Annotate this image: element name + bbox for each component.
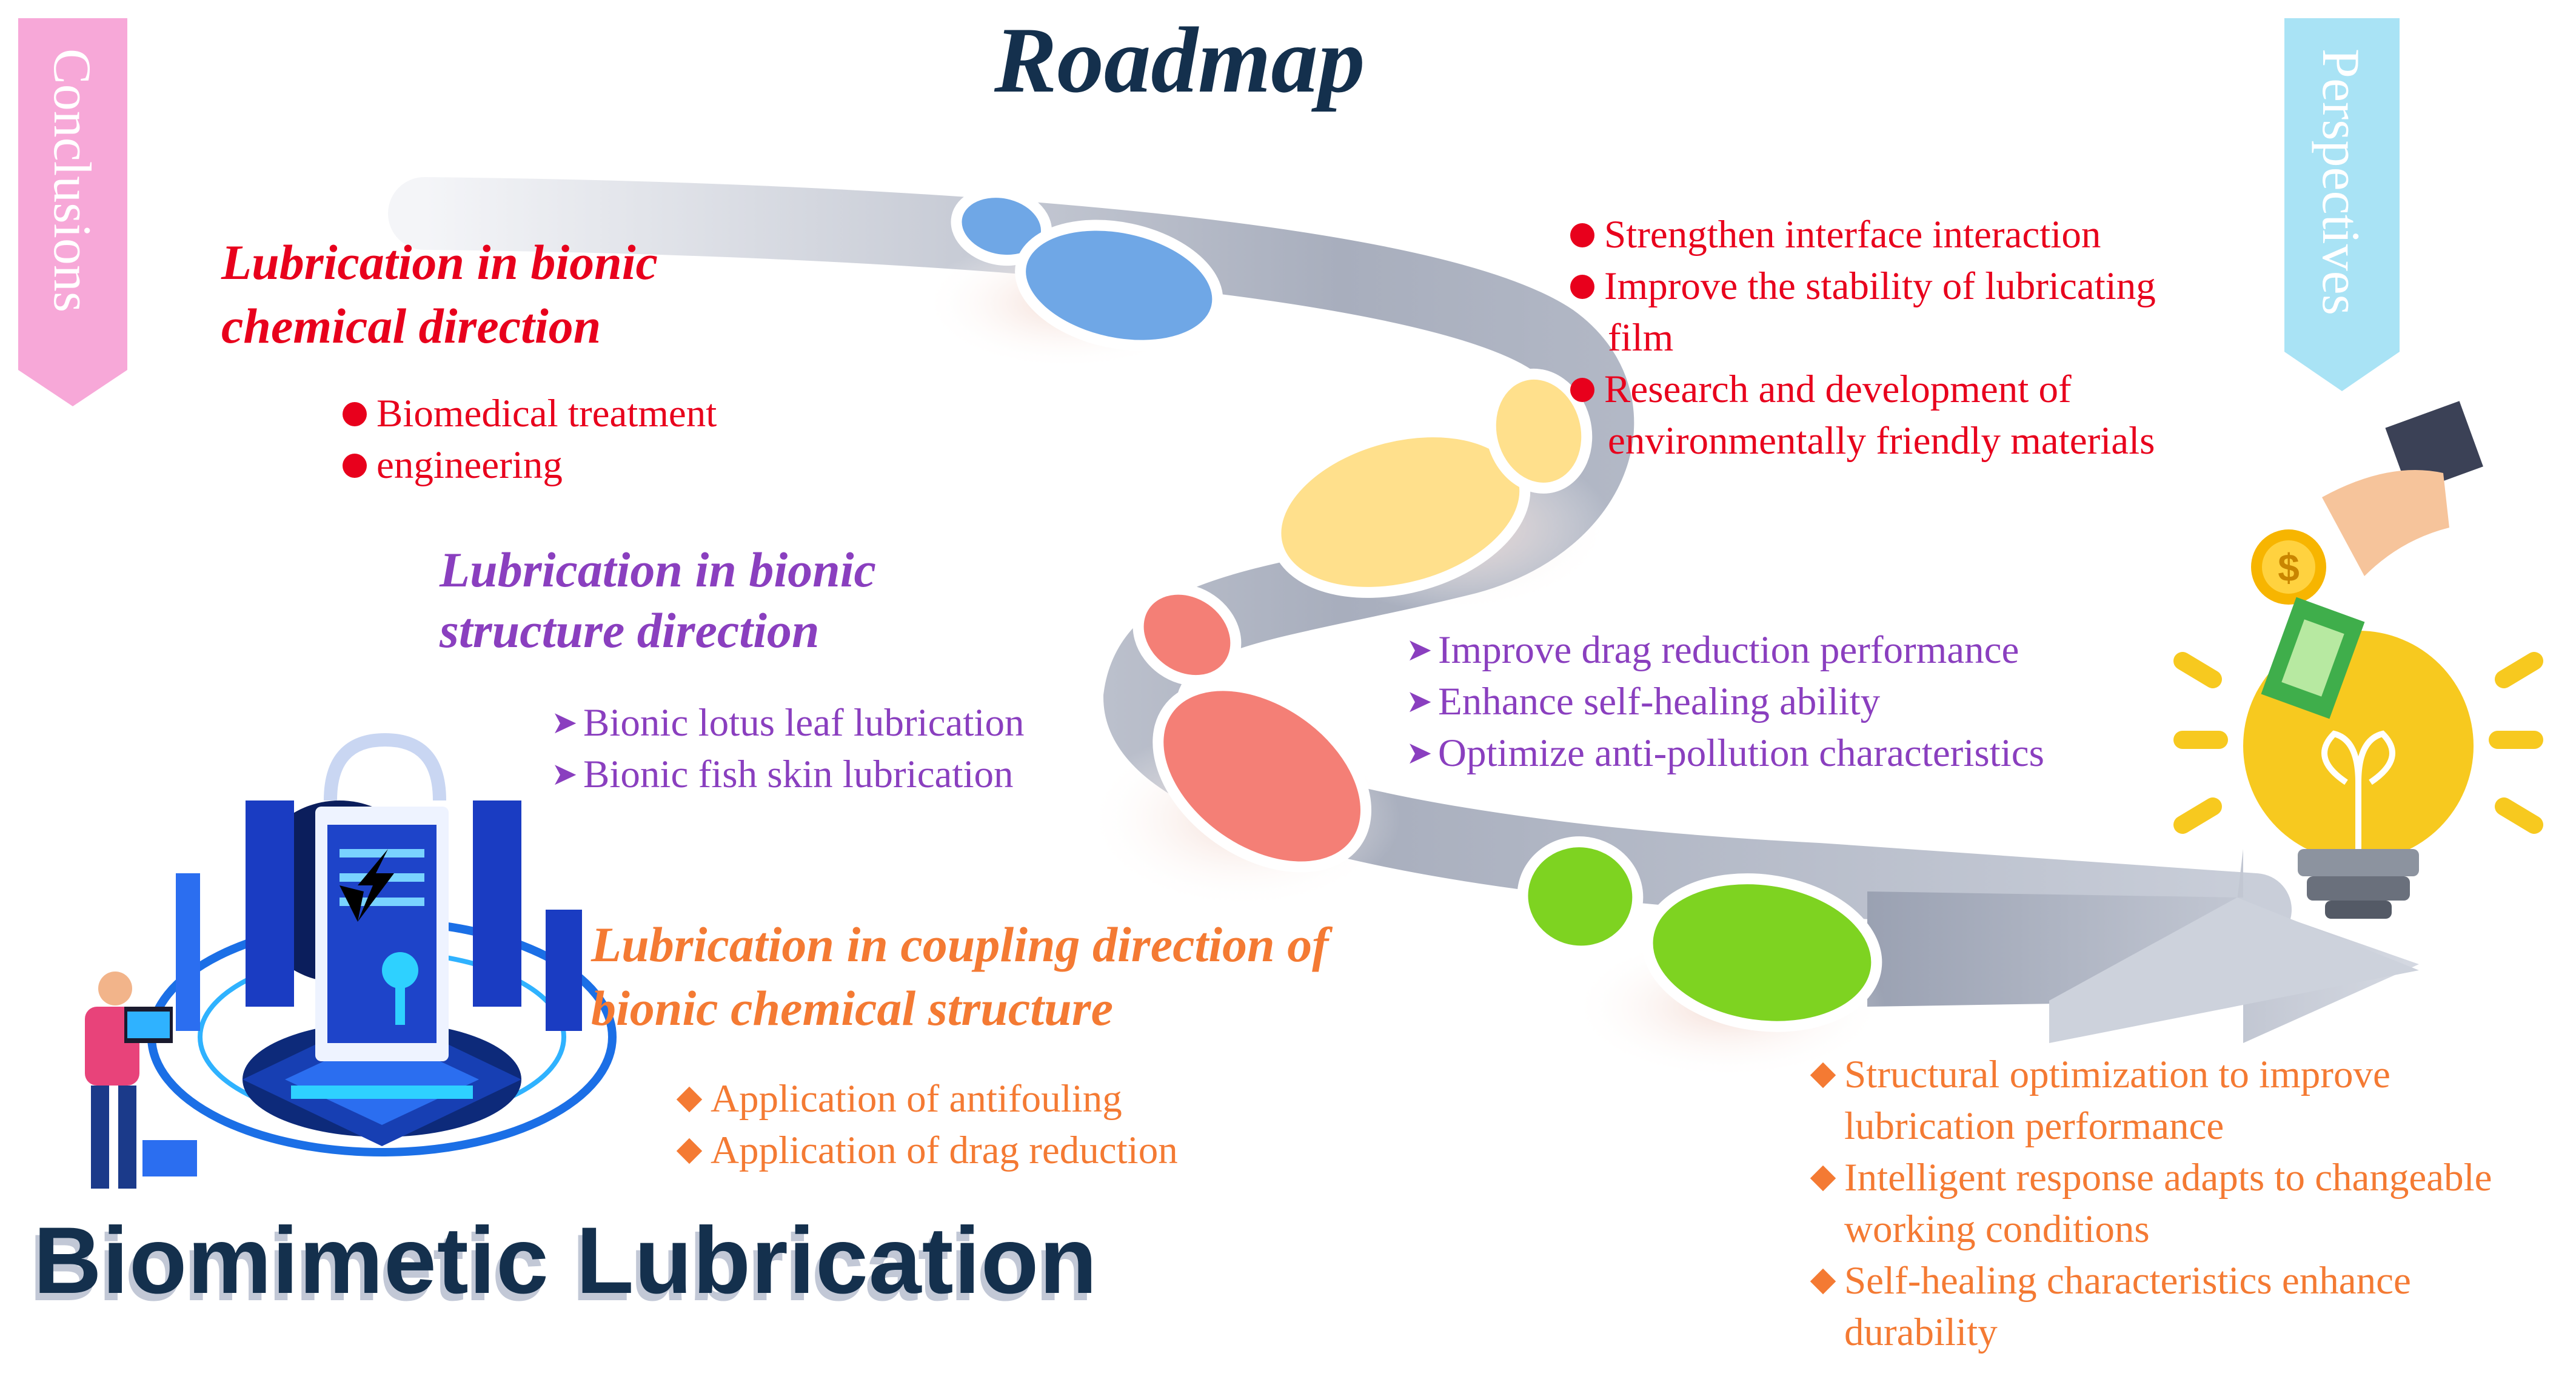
footprint-yellow-icon (1270, 368, 1593, 598)
bullet-dot-icon (1570, 274, 1594, 299)
list-item-continuation: environmentally friendly materials (1608, 419, 2155, 463)
bullet-dot-icon (343, 401, 367, 426)
conclusions-banner (18, 18, 127, 406)
list-item: ➤Improve drag reduction performance (1400, 625, 2044, 676)
persp-coupling-list: Structural optimization to improve lubri… (1807, 1049, 2492, 1358)
structure-heading-line-1: Lubrication in bionic (440, 542, 876, 597)
list-item: ➤Bionic fish skin lubrication (546, 749, 1024, 800)
coupling-heading-line-2: bionic chemical structure (591, 981, 1113, 1036)
list-item: Biomedical treatment (343, 388, 717, 440)
arrowhead-bullet-icon: ➤ (1406, 685, 1433, 719)
chemical-heading-line-2: chemical direction (221, 298, 601, 354)
footprint-green-icon (1517, 836, 1882, 1032)
bottom-title: Biomimetic Lubrication (33, 1208, 1098, 1314)
list-item: ➤Bionic lotus leaf lubrication (546, 697, 1024, 749)
page-title: Roadmap (994, 8, 1365, 112)
coupling-heading: Lubrication in coupling direction of bio… (591, 913, 1328, 1040)
arrowhead-bullet-icon: ➤ (551, 757, 578, 792)
bullet-dot-icon (1570, 377, 1594, 402)
structure-heading: Lubrication in bionic structure directio… (440, 540, 876, 661)
list-item: Self-healing characteristics enhance (1807, 1255, 2492, 1307)
list-item: Structural optimization to improve (1807, 1049, 2492, 1101)
svg-text:$: $ (2278, 546, 2300, 589)
list-item-continuation: lubrication performance (1844, 1104, 2224, 1148)
diamond-bullet-icon (1810, 1062, 1836, 1088)
arrowhead-bullet-icon: ➤ (1406, 736, 1433, 771)
list-item: Strengthen interface interaction (1570, 209, 2156, 261)
chemical-heading: Lubrication in bionic chemical direction (221, 230, 658, 358)
perspectives-label: Perspectives (2311, 49, 2370, 315)
conclusions-label: Conclusions (42, 49, 101, 313)
bottom-title-shadow: Biomimetic Lubrication (29, 1215, 1094, 1321)
diamond-bullet-icon (1810, 1165, 1836, 1191)
list-item-continuation: film (1608, 316, 1674, 360)
list-item-continuation: working conditions (1844, 1207, 2150, 1251)
persp-structure-list: ➤Improve drag reduction performance ➤Enh… (1400, 625, 2044, 779)
bullet-dot-icon (343, 453, 367, 478)
arrowhead-bullet-icon: ➤ (551, 706, 578, 740)
list-item-continuation: durability (1844, 1311, 1998, 1354)
list-item: ➤Optimize anti-pollution characteristics (1400, 728, 2044, 779)
list-item: ➤Enhance self-healing ability (1400, 676, 2044, 728)
arrowhead-bullet-icon: ➤ (1406, 633, 1433, 668)
lightbulb-coin-illustration: $ (2173, 401, 2543, 919)
coupling-heading-line-1: Lubrication in coupling direction of (591, 917, 1329, 972)
diamond-bullet-icon (1810, 1268, 1836, 1294)
perspectives-banner (2284, 18, 2400, 391)
list-item: Intelligent response adapts to changeabl… (1807, 1152, 2492, 1204)
chemical-heading-line-1: Lubrication in bionic (221, 235, 658, 290)
structure-heading-line-2: structure direction (440, 603, 820, 658)
list-item: Application of drag reduction (673, 1125, 1178, 1176)
list-item: Application of antifouling (673, 1073, 1178, 1125)
list-item: Improve the stability of lubricating (1570, 261, 2156, 312)
diamond-bullet-icon (676, 1138, 703, 1164)
list-item: engineering (343, 440, 717, 491)
diamond-bullet-icon (676, 1086, 703, 1112)
server-lock-illustration (85, 733, 617, 1189)
footprint-red-icon (1132, 583, 1371, 873)
persp-chemical-list: Strengthen interface interaction Improve… (1570, 209, 2156, 467)
structure-list: ➤Bionic lotus leaf lubrication ➤Bionic f… (546, 697, 1024, 800)
bullet-dot-icon (1570, 223, 1594, 247)
footprint-blue-icon (951, 187, 1223, 351)
chemical-list: Biomedical treatment engineering (343, 388, 717, 491)
list-item: Research and development of (1570, 364, 2156, 415)
coupling-list: Application of antifouling Application o… (673, 1073, 1178, 1176)
